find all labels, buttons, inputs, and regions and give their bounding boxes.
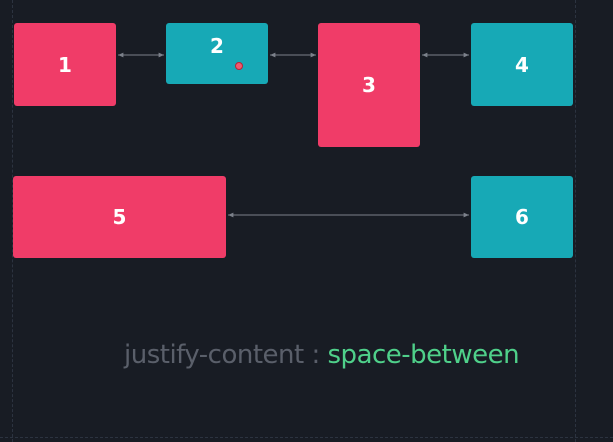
flex-item-label: 2	[210, 33, 224, 58]
flex-item-label: 6	[515, 205, 529, 229]
flex-item-3: 3	[318, 23, 420, 147]
flex-item-1: 1	[14, 23, 116, 106]
guide-line-right	[575, 0, 576, 442]
flex-item-2: 2	[166, 23, 268, 84]
flex-item-label: 4	[515, 52, 529, 77]
flex-item-label: 3	[362, 73, 376, 97]
property-separator: :	[311, 340, 320, 370]
flex-item-label: 1	[58, 52, 72, 77]
flex-item-6: 6	[471, 176, 573, 258]
flex-item-5: 5	[13, 176, 226, 258]
flex-item-4: 4	[471, 23, 573, 106]
flex-item-label: 5	[112, 205, 127, 229]
cursor-pointer-icon	[235, 62, 243, 70]
guide-line-bottom	[0, 437, 613, 438]
css-property-caption: justify-content : space-between	[124, 340, 520, 370]
property-name: justify-content	[124, 340, 304, 370]
guide-line-left	[12, 0, 13, 442]
property-value: space-between	[327, 340, 520, 370]
